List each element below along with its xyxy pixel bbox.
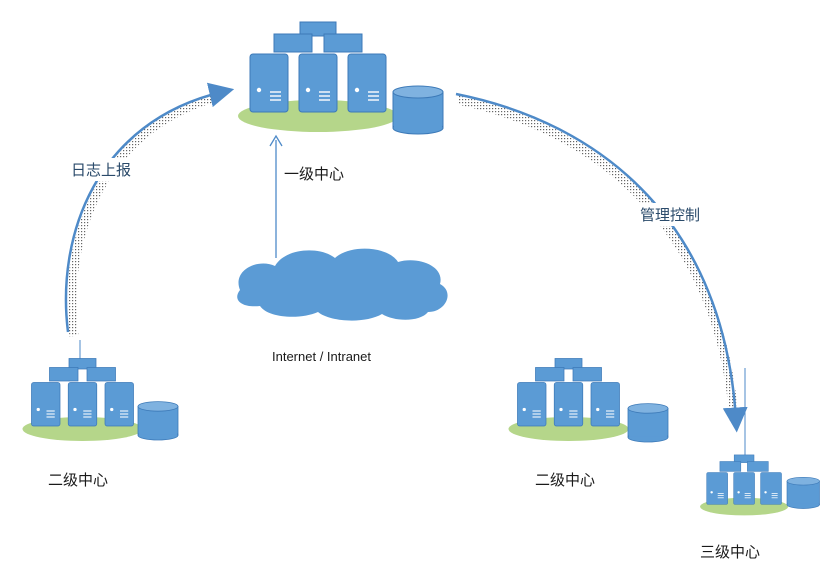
link-network-to-level1 bbox=[269, 134, 283, 258]
level3-server-cluster bbox=[700, 368, 820, 515]
level2-right-server-cluster bbox=[509, 359, 669, 443]
level1-server-cluster bbox=[238, 22, 444, 135]
level2-left-label: 二级中心 bbox=[48, 471, 109, 489]
level3-label: 三级中心 bbox=[700, 543, 761, 561]
level1-label: 一级中心 bbox=[284, 165, 345, 183]
manage-control-label: 管理控制 bbox=[637, 203, 704, 226]
level2-right-label: 二级中心 bbox=[535, 471, 596, 489]
manage-control-arrow bbox=[455, 92, 748, 433]
network-label: Internet / Intranet bbox=[272, 349, 372, 364]
level2-left-server-cluster bbox=[23, 340, 179, 441]
log-report-arrow bbox=[64, 82, 235, 337]
cloud-icon bbox=[237, 248, 448, 321]
log-report-label: 日志上报 bbox=[68, 158, 135, 181]
